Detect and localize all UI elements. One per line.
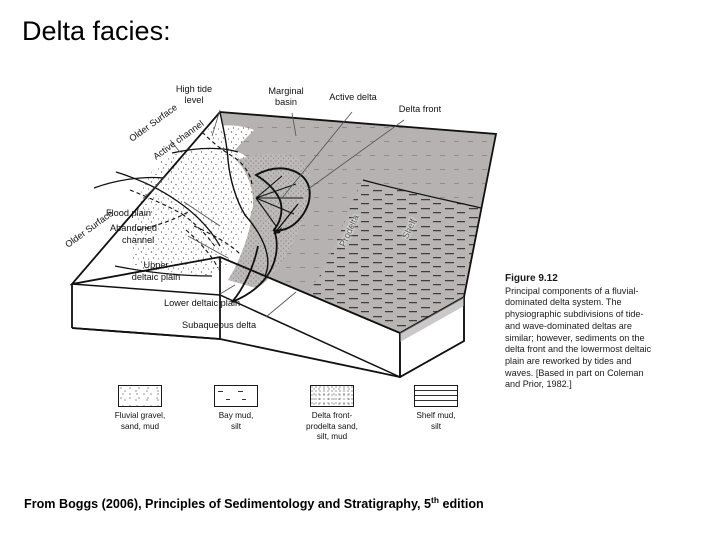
legend-label-line2: silt xyxy=(230,421,241,431)
legend-label-line3: silt, mud xyxy=(316,432,348,441)
legend-label-line1: Delta front- xyxy=(311,411,353,420)
label-subaqueous-delta: Subaqueous delta xyxy=(182,320,257,330)
legend-item-bay-mud: Bay mud, silt xyxy=(192,385,280,432)
legend-item-delta-front: Delta front- prodelta sand, silt, mud xyxy=(278,385,386,443)
source-ordinal-suffix: th xyxy=(431,494,439,505)
figure-caption: Figure 9.12 Principal components of a fl… xyxy=(505,273,655,391)
legend-label-line1: Fluvial gravel, xyxy=(114,411,166,420)
bay-mud-silt-swatch xyxy=(214,385,258,407)
delta-front-prodelta-swatch xyxy=(310,385,354,407)
label-delta-front: Delta front xyxy=(399,104,442,114)
label-high-tide-level-line1: High tide xyxy=(176,84,212,94)
label-leaders xyxy=(143,109,405,318)
shelf-mud-silt-swatch xyxy=(414,385,458,407)
label-abandoned-channel-line1: Abandoned xyxy=(110,223,157,233)
label-older-surface-top: Older Surface xyxy=(127,102,179,143)
label-flood-plain: Flood plain xyxy=(106,208,151,218)
label-marginal-basin-line2: basin xyxy=(275,97,297,107)
sediment-transport-arrow xyxy=(273,203,299,235)
legend-label-line2: silt xyxy=(430,421,441,431)
delta-block-diagram: High tide level Marginal basin Active de… xyxy=(63,84,498,379)
figure-caption-body: Principal components of a fluvial-domina… xyxy=(505,285,652,390)
figure-caption-heading: Figure 9.12 xyxy=(505,273,558,284)
facies-legend: Fluvial gravel, sand, mud Bay mud, silt … xyxy=(90,385,510,455)
label-high-tide-level-line2: level xyxy=(185,95,204,105)
source-suffix: edition xyxy=(438,497,484,511)
label-upper-deltaic-plain-line2: deltaic plain xyxy=(132,272,181,282)
label-lower-deltaic-plain: Lower deltaic plain xyxy=(164,298,240,308)
source-prefix: From Boggs (2006), Principles of Sedimen… xyxy=(24,497,432,511)
legend-label-line1: Shelf mud, xyxy=(416,411,456,420)
page-title: Delta facies: xyxy=(22,16,171,46)
legend-label-line2: sand, mud xyxy=(120,421,160,431)
figure-container: High tide level Marginal basin Active de… xyxy=(60,80,700,455)
legend-label-line2: prodelta sand, xyxy=(306,421,358,431)
fluvial-gravel-sand-mud-swatch xyxy=(118,385,162,407)
legend-label-line1: Bay mud, xyxy=(218,411,254,420)
label-upper-deltaic-plain-line1: Upper xyxy=(143,260,168,270)
legend-item-shelf-mud: Shelf mud, silt xyxy=(390,385,482,432)
source-attribution: From Boggs (2006), Principles of Sedimen… xyxy=(24,494,484,511)
label-active-delta: Active delta xyxy=(329,92,377,102)
legend-item-fluvial: Fluvial gravel, sand, mud xyxy=(90,385,190,432)
label-marginal-basin-line1: Marginal xyxy=(268,86,303,96)
label-abandoned-channel-line2: channel xyxy=(122,235,154,245)
